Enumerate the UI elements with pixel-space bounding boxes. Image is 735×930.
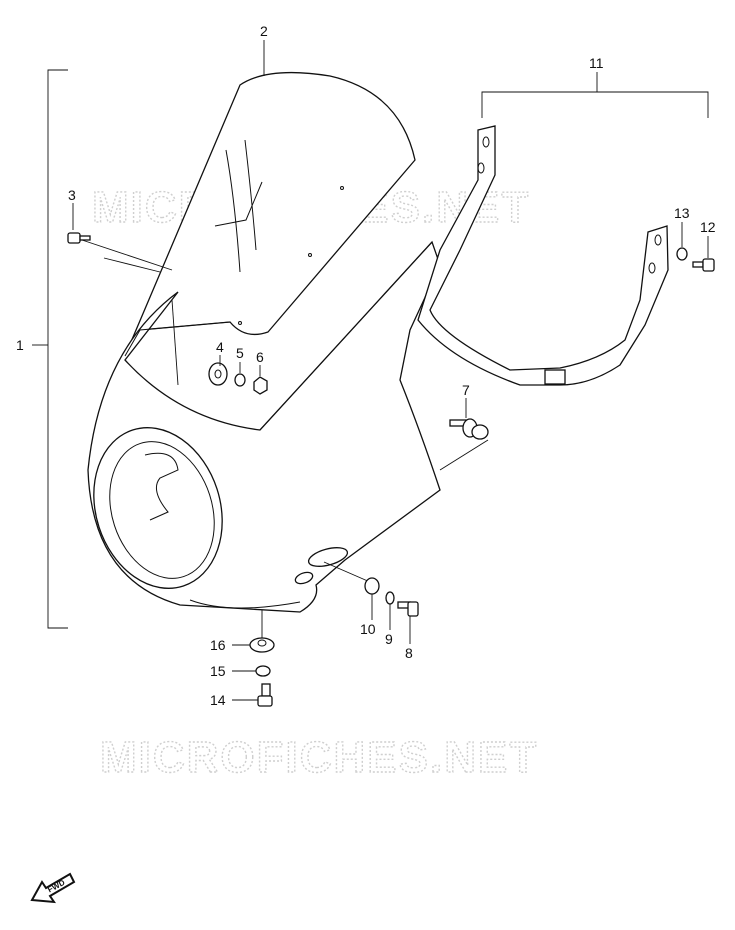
washer-10[interactable] [364,577,380,595]
callout-3: 3 [68,187,76,203]
screen-bolt-line [103,257,161,273]
callout-8: 8 [405,645,413,661]
leader-7-cowl [439,439,489,471]
callout-5: 5 [236,345,244,361]
fwd-arrow-icon: FWD [30,872,76,904]
callout-15: 15 [210,663,226,679]
callout-16: 16 [210,637,226,653]
bolt-14[interactable] [257,683,273,707]
bolt-8[interactable] [397,601,419,617]
screw-3[interactable] [67,232,91,244]
callout-12: 12 [700,219,716,235]
washer-5[interactable] [234,373,246,387]
nut-6[interactable] [253,376,268,395]
windscreen[interactable] [124,71,416,357]
mounting-bracket[interactable] [417,125,669,386]
assembly-bracket-1 [32,69,68,629]
screen-mount-line [171,299,179,386]
callout-9: 9 [385,631,393,647]
callout-10: 10 [360,621,376,637]
callout-4: 4 [216,339,224,355]
callout-7: 7 [462,382,470,398]
washer-9[interactable] [385,591,395,605]
bolt-12[interactable] [692,258,715,272]
callout-13: 13 [674,205,690,221]
headlight-cowl[interactable] [74,240,441,613]
grommet-4[interactable] [208,362,228,386]
bracket-group-line [481,72,709,118]
callout-6: 6 [256,349,264,365]
callout-2: 2 [260,23,268,39]
callout-11: 11 [589,55,604,71]
callout-leaders [72,40,709,701]
washer-15[interactable] [255,665,271,677]
leader-3 [81,239,173,271]
washer-13[interactable] [676,247,688,261]
bolt-7[interactable] [449,418,489,440]
callout-1: 1 [16,337,24,353]
callout-14: 14 [210,692,226,708]
watermark-bottom: MICROFICHES.NET [100,733,538,782]
leader-10-cowl [323,561,371,583]
